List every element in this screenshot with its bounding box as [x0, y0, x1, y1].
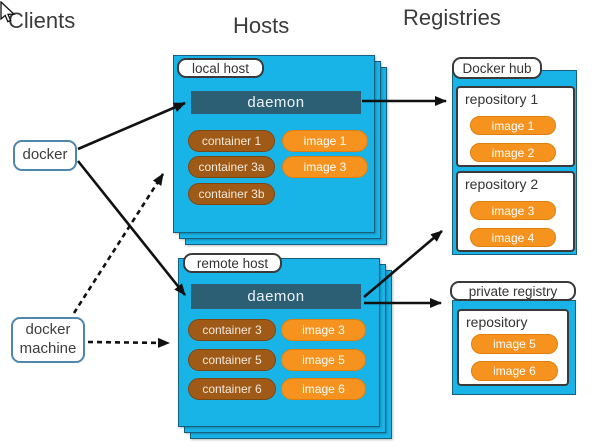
image-pill: image 1	[470, 116, 556, 135]
remote-host-label: remote host	[183, 253, 282, 273]
clients-header: Clients	[8, 8, 76, 33]
repository-box: repository image 5 image 6	[457, 309, 569, 386]
arrow-docker-to-local-daemon	[77, 101, 186, 151]
repository-box: repository 2 image 3 image 4	[456, 171, 575, 252]
image-pill: image 3	[470, 201, 556, 220]
docker-client-label: docker	[22, 146, 68, 164]
container-pill: container 3b	[188, 183, 275, 205]
remote-host-box: remote host daemon container 3 container…	[178, 253, 380, 427]
image-pill: image 6	[471, 361, 558, 381]
docker-client-box: docker	[13, 140, 77, 171]
dashed-arrow-machine-to-local-host	[72, 173, 165, 314]
repository-name: repository 1	[465, 91, 539, 107]
docker-machine-label: docker machine	[19, 321, 77, 357]
container-pill: container 3a	[188, 156, 275, 178]
repository-name: repository 2	[465, 176, 539, 192]
docker-machine-box: docker machine	[11, 317, 85, 363]
image-pill: image 1	[282, 130, 368, 152]
arrow-docker-to-remote-daemon	[76, 160, 187, 296]
mouse-cursor-icon	[0, 1, 16, 23]
image-pill: image 3	[281, 319, 366, 341]
remote-host-stack: remote host daemon container 3 container…	[178, 253, 392, 439]
docker-hub-label: Docker hub	[452, 57, 542, 79]
container-pill: container 3	[188, 319, 276, 341]
image-pill: image 5	[471, 334, 558, 354]
image-pill: image 6	[281, 378, 366, 400]
container-pill: container 6	[188, 378, 276, 400]
private-registry-box: repository image 5 image 6	[452, 300, 576, 395]
remote-daemon-bar: daemon	[191, 284, 361, 309]
container-pill: container 1	[188, 130, 275, 152]
local-host-label: local host	[177, 58, 264, 78]
hosts-header: Hosts	[233, 13, 290, 38]
image-pill: image 2	[470, 143, 556, 162]
image-pill: image 5	[281, 349, 366, 371]
image-pill: image 3	[282, 156, 368, 178]
local-host-box: local host daemon container 1 container …	[173, 55, 375, 233]
repository-box: repository 1 image 1 image 2	[456, 86, 575, 167]
registries-header: Registries	[403, 5, 501, 30]
image-pill: image 4	[470, 228, 556, 247]
docker-hub-box: repository 1 image 1 image 2 repository …	[452, 70, 577, 255]
dashed-arrow-machine-to-remote-host	[87, 337, 170, 348]
private-registry-label: private registry	[450, 281, 576, 301]
local-host-stack: local host daemon container 1 container …	[173, 55, 387, 245]
local-daemon-bar: daemon	[191, 91, 361, 114]
container-pill: container 5	[188, 349, 276, 371]
repository-name: repository	[466, 314, 528, 330]
